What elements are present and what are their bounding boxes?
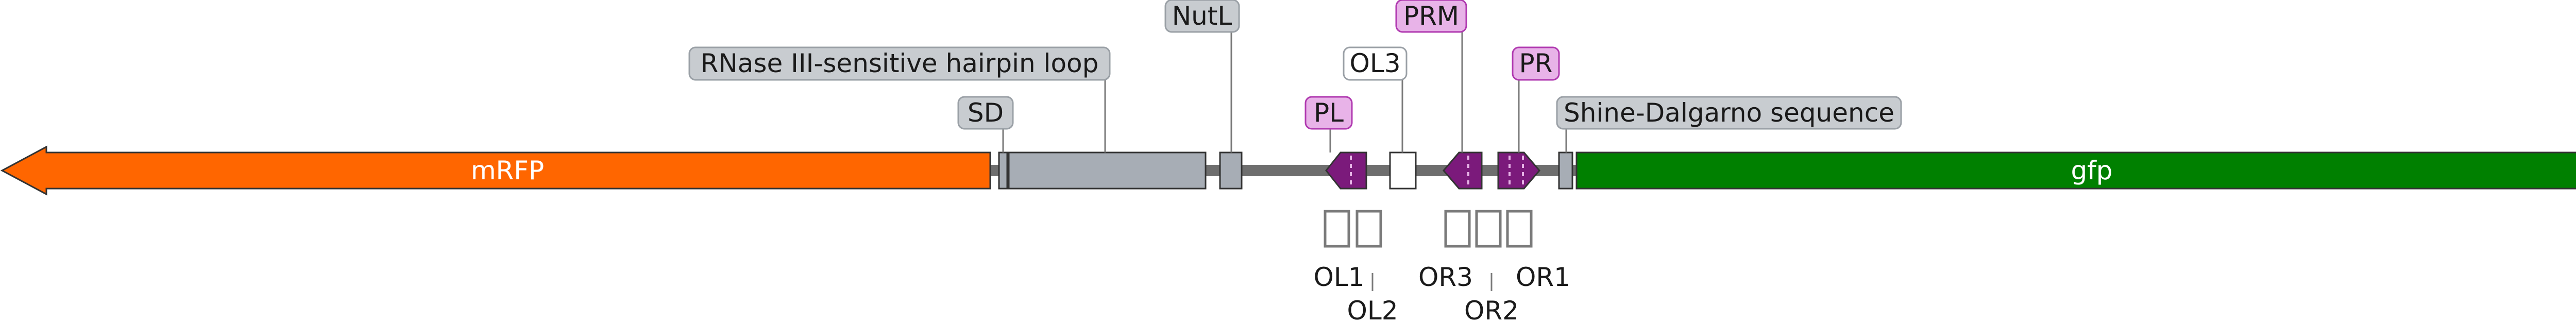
shine-dalgarno-label-box [1556, 96, 1902, 130]
pl-label-box [1304, 96, 1353, 130]
pr-label: PR [1519, 48, 1553, 78]
or2-operator-box[interactable] [1475, 210, 1502, 248]
gfp-label: gfp [2071, 156, 2112, 185]
pr-promoter-arrow[interactable] [1497, 151, 1540, 190]
or2-label: OR2 [1464, 296, 1519, 322]
sd-feature-box[interactable] [998, 151, 1008, 190]
or1-label: OR1 [1516, 262, 1570, 292]
ol2-operator-box[interactable] [1355, 210, 1382, 248]
sd-label-box [957, 96, 1014, 130]
or3-operator-box[interactable] [1444, 210, 1471, 248]
hairpin-label-box [688, 46, 1111, 81]
ol2-label: OL2 [1347, 296, 1398, 322]
hairpin-label: RNase III-sensitive hairpin loop [701, 48, 1099, 78]
prm-label-box [1395, 0, 1467, 33]
ol3-label: OL3 [1349, 48, 1400, 78]
gfp-gene-arrow[interactable] [1575, 147, 2576, 194]
nutl-feature-box[interactable] [1219, 151, 1243, 190]
pl-label: PL [1314, 98, 1344, 128]
nutl-label-box [1164, 0, 1240, 33]
ol3-label-box [1343, 46, 1408, 81]
nutl-label: NutL [1172, 1, 1232, 31]
ol1-operator-box[interactable] [1324, 210, 1350, 248]
sd-label: SD [968, 98, 1004, 128]
mrfp-label: mRFP [471, 156, 544, 185]
shine-dalgarno-box[interactable] [1558, 151, 1573, 190]
prm-label: PRM [1403, 1, 1459, 31]
pl-promoter-arrow[interactable] [1325, 151, 1367, 190]
or3-label: OR3 [1418, 262, 1473, 292]
or1-operator-box[interactable] [1506, 210, 1533, 248]
hairpin-feature-box[interactable] [1008, 151, 1207, 190]
ol3-feature-box[interactable] [1389, 151, 1417, 190]
pr-label-box [1512, 46, 1560, 81]
mrfp-gene-arrow[interactable] [0, 145, 991, 196]
prm-promoter-arrow[interactable] [1443, 151, 1483, 190]
ol1-label: OL1 [1313, 262, 1364, 292]
shine-dalgarno-label: Shine-Dalgarno sequence [1564, 98, 1894, 128]
